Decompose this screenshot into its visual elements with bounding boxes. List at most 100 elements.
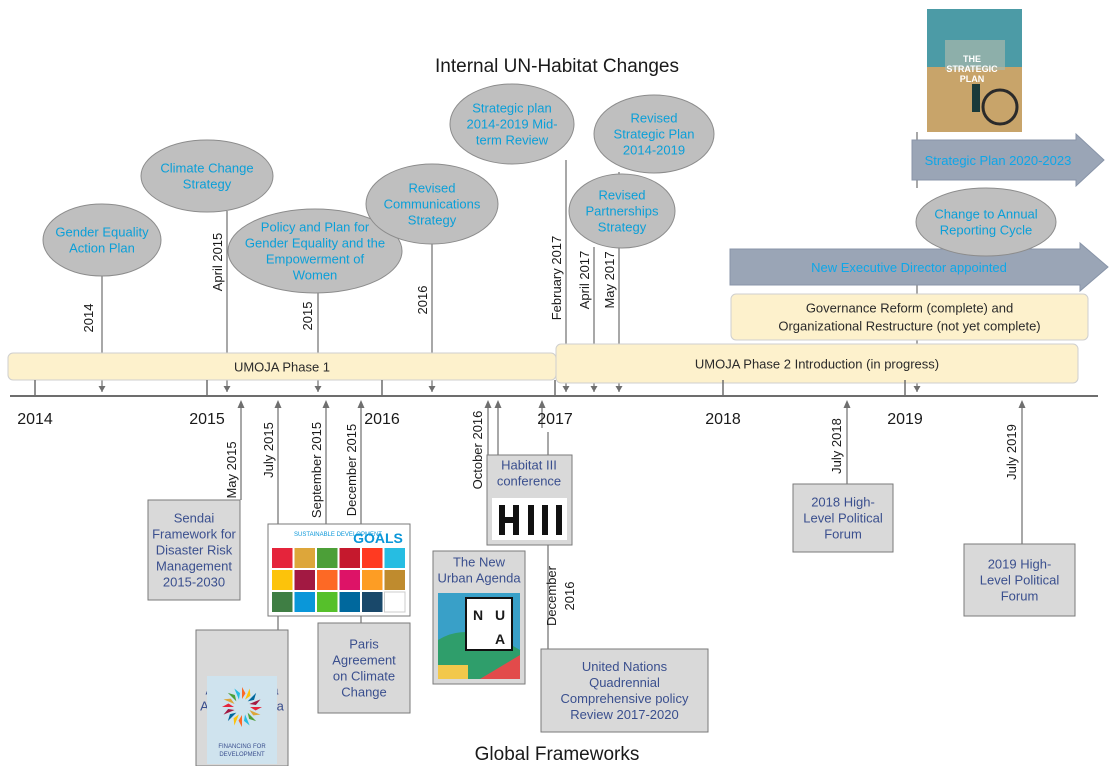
- connector-arrowhead: [1018, 400, 1026, 408]
- sendai-box-text: Framework for: [152, 527, 236, 542]
- event-label: Reporting Cycle: [940, 223, 1033, 238]
- connector-arrowhead: [562, 386, 570, 392]
- event-oval-midterm: [449, 83, 575, 165]
- nua-letter: N: [473, 607, 483, 623]
- connector-arrowhead: [843, 400, 851, 408]
- nua-letter: A: [495, 631, 505, 647]
- connector-arrowhead: [484, 400, 492, 408]
- year-label: 2018: [705, 411, 741, 428]
- umoja-phase-2-bar-text: UMOJA Phase 2 Introduction (in progress): [695, 357, 939, 372]
- year-label: 2019: [887, 411, 923, 428]
- event-label: Communications: [384, 197, 481, 212]
- qcpr-box: [540, 648, 709, 733]
- event-label: Revised: [631, 111, 678, 126]
- umoja-phase-1-bar-text: UMOJA Phase 1: [234, 360, 330, 375]
- event-label: term Review: [476, 133, 549, 148]
- connector-arrowhead: [322, 400, 330, 408]
- strategic-plan-2020-arrow-text: Strategic Plan 2020-2023: [925, 153, 1072, 168]
- event-label: Empowerment of: [266, 252, 365, 267]
- habitat-iii-text: Habitat III: [501, 458, 557, 473]
- event-oval-partnerships: [568, 173, 676, 249]
- connector-arrowhead: [590, 386, 598, 392]
- event-oval-comms: [365, 163, 499, 245]
- paris-box-text: on Climate: [333, 669, 395, 684]
- event-label: Gender Equality and the: [245, 236, 385, 251]
- nua-text: Urban Agenda: [437, 571, 521, 586]
- sendai-box-text: Disaster Risk: [156, 543, 233, 558]
- paris-box: [317, 622, 411, 714]
- qcpr-box-text: Review 2017-2020: [570, 707, 678, 722]
- year-label: 2015: [189, 411, 225, 428]
- event-oval-policy: [227, 208, 403, 294]
- event-date: April 2015: [210, 233, 225, 292]
- hlpf-2019-box-text: Forum: [1001, 589, 1039, 604]
- event-label: Action Plan: [69, 241, 135, 256]
- event-date: 2016: [562, 582, 577, 611]
- connector-arrowhead: [615, 386, 623, 392]
- connector-arrowhead: [314, 386, 322, 392]
- sendai-box: [147, 499, 241, 601]
- paris-box-text: Paris: [349, 637, 379, 652]
- cover-title: STRATEGIC: [946, 64, 998, 74]
- event-label: Climate Change: [160, 161, 253, 176]
- governance-reform-bar: [730, 293, 1089, 341]
- connector-arrowhead: [494, 400, 502, 408]
- new-executive-director-arrow: [729, 241, 1109, 293]
- hlpf-2019-box: [963, 543, 1076, 617]
- year-label: 2014: [17, 411, 53, 428]
- event-oval-gender: [42, 203, 162, 277]
- cover-title: PLAN: [960, 74, 985, 84]
- event-date: 2015: [300, 302, 315, 331]
- event-label: Revised: [599, 188, 646, 203]
- sendai-box-text: Sendai: [174, 511, 215, 526]
- top-title: Internal UN-Habitat Changes: [435, 56, 679, 77]
- event-label: Strategy: [183, 177, 232, 192]
- qcpr-box-text: United Nations: [582, 659, 668, 674]
- sdg-subtitle: SUSTAINABLE DEVELOPMENT: [294, 532, 382, 538]
- bottom-title: Global Frameworks: [475, 744, 640, 765]
- event-date: May 2015: [224, 441, 239, 498]
- ffd-text: FINANCING FOR: [218, 744, 266, 750]
- event-label: Change to Annual: [934, 207, 1037, 222]
- connector-arrowhead: [428, 386, 436, 392]
- event-date: December 2015: [344, 424, 359, 517]
- event-date: July 2019: [1004, 424, 1019, 480]
- connector-arrowhead: [237, 400, 245, 408]
- hlpf-2018-box: [792, 483, 894, 553]
- connector-arrowhead: [274, 400, 282, 408]
- nua-letter: U: [495, 607, 505, 623]
- umoja-phase-2-bar: [555, 343, 1079, 384]
- governance-reform-bar-text: Organizational Restructure (not yet comp…: [778, 319, 1040, 334]
- paris-box-text: Agreement: [332, 653, 396, 668]
- hlpf-2018-box-text: Level Political: [803, 511, 883, 526]
- hlpf-2018-box-text: Forum: [824, 527, 862, 542]
- year-label: 2017: [537, 411, 573, 428]
- event-date: 2014: [81, 304, 96, 333]
- event-label: Strategy: [408, 213, 457, 228]
- event-label: Strategic Plan: [614, 127, 695, 142]
- event-date: 2016: [415, 286, 430, 315]
- connector-arrowhead: [223, 386, 231, 392]
- nua-text: The New: [453, 555, 506, 570]
- event-oval-annual: [915, 187, 1057, 257]
- event-date: July 2018: [829, 418, 844, 474]
- bars-layer: UMOJA Phase 1 UMOJA Phase 2 Introduction …: [7, 132, 1109, 384]
- sendai-box-text: Management: [156, 559, 232, 574]
- strategic-plan-2020-arrow: [911, 132, 1105, 188]
- hlpf-2019-box-text: Level Political: [980, 573, 1060, 588]
- qcpr-box-text: Comprehensive policy: [561, 691, 689, 706]
- event-oval-climate: [140, 139, 274, 213]
- event-label: 2014-2019 Mid-: [466, 117, 557, 132]
- connector-arrowhead: [538, 400, 546, 408]
- event-date: December: [544, 565, 559, 626]
- habitat-iii-text: conference: [497, 474, 561, 489]
- event-label: Strategic plan: [472, 101, 552, 116]
- event-label: Revised: [409, 181, 456, 196]
- cover-title: THE: [963, 54, 981, 64]
